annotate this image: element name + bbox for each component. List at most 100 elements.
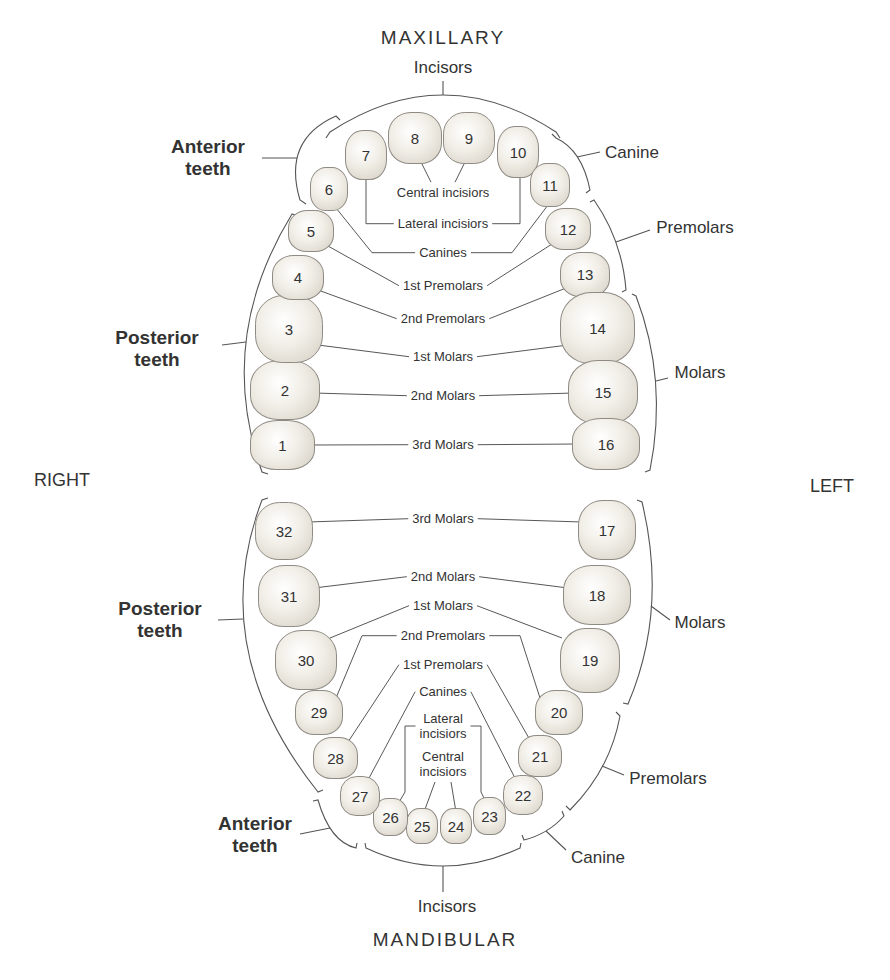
- tooth: 32: [255, 502, 313, 560]
- tooth-number: 9: [465, 131, 473, 146]
- leader-line: [470, 726, 486, 802]
- bracket: [218, 619, 243, 620]
- tooth: 5: [288, 210, 334, 252]
- tooth: 21: [518, 735, 562, 777]
- tooth: 14: [560, 292, 635, 364]
- tooth: 25: [406, 808, 438, 844]
- tooth-number: 3: [285, 322, 293, 337]
- group-label: Anterior teeth: [158, 136, 258, 180]
- tooth-number: 29: [311, 705, 328, 720]
- tooth-label: 3rd Molars: [412, 511, 473, 527]
- tooth-number: 17: [599, 523, 616, 538]
- tooth: 4: [272, 255, 324, 300]
- tooth: 2: [250, 360, 320, 420]
- tooth-number: 28: [327, 751, 344, 766]
- tooth-number: 2: [281, 383, 289, 398]
- tooth-number: 20: [551, 705, 568, 720]
- leader-line: [478, 444, 578, 446]
- tooth-label: 2nd Molars: [411, 569, 475, 585]
- bracket: [651, 606, 670, 620]
- bracket: [546, 831, 566, 850]
- tooth-label: Canines: [419, 684, 467, 700]
- leader-line: [310, 444, 408, 445]
- leader-line: [328, 246, 399, 286]
- tooth-label: Incisors: [418, 897, 477, 917]
- tooth-label: Canine: [571, 848, 625, 868]
- tooth-label: 2nd Premolars: [401, 628, 486, 644]
- leader-line: [308, 519, 408, 522]
- bracket: [300, 828, 330, 834]
- tooth: 30: [275, 630, 337, 690]
- tooth-label: 3rd Molars: [412, 437, 473, 453]
- tooth-number: 25: [414, 819, 431, 834]
- tooth: 1: [250, 420, 315, 470]
- bracket: [577, 152, 600, 157]
- leader-line: [348, 665, 399, 742]
- tooth: 9: [443, 112, 495, 164]
- leader-line: [492, 174, 520, 224]
- tooth: 22: [503, 775, 543, 815]
- tooth: 28: [313, 737, 358, 779]
- group-label: Posterior teeth: [102, 327, 212, 371]
- tooth: 29: [295, 690, 343, 735]
- leader-line: [336, 636, 397, 698]
- tooth-number: 26: [382, 810, 399, 825]
- leader-line: [478, 519, 582, 522]
- tooth-number: 31: [281, 589, 298, 604]
- group-label: Posterior teeth: [105, 598, 215, 642]
- tooth: 11: [530, 163, 570, 207]
- leader-line: [479, 577, 568, 588]
- tooth: 16: [572, 418, 640, 470]
- tooth-number: 19: [582, 653, 599, 668]
- tooth-number: 5: [307, 224, 315, 239]
- leader-line: [489, 636, 540, 698]
- tooth-label: Premolars: [656, 218, 733, 238]
- bracket: [222, 342, 246, 345]
- tooth-label: 2nd Premolars: [401, 311, 486, 327]
- tooth-number: 13: [577, 267, 594, 282]
- tooth-label: RIGHT: [34, 470, 90, 492]
- leader-line: [471, 692, 516, 780]
- tooth: 31: [258, 565, 320, 627]
- tooth-label: 1st Premolars: [403, 657, 483, 673]
- tooth-label: 1st Molars: [413, 349, 473, 365]
- tooth-number: 27: [352, 789, 369, 804]
- bracket: [262, 157, 297, 158]
- tooth-label: Lateral incisiors: [410, 712, 476, 742]
- tooth-label: MAXILLARY: [381, 27, 505, 50]
- tooth-label: Canine: [605, 143, 659, 163]
- tooth-number: 15: [595, 385, 612, 400]
- tooth: 23: [473, 797, 506, 835]
- tooth-number: 18: [589, 588, 606, 603]
- tooth: 12: [545, 208, 591, 250]
- tooth: 24: [440, 808, 472, 844]
- tooth-number: 16: [598, 437, 615, 452]
- tooth-number: 32: [276, 524, 293, 539]
- tooth: 7: [345, 130, 387, 180]
- tooth-label: 1st Molars: [413, 598, 473, 614]
- bracket: [442, 866, 443, 892]
- tooth: 18: [563, 565, 631, 625]
- leader-line: [477, 606, 562, 638]
- tooth: 17: [578, 500, 636, 560]
- leader-line: [318, 290, 397, 319]
- leader-line: [489, 288, 566, 319]
- tooth-label: Premolars: [629, 769, 706, 789]
- tooth: 27: [340, 776, 380, 816]
- tooth-label: Central incisiors: [410, 750, 476, 780]
- tooth-label: Molars: [674, 363, 725, 383]
- leader-line: [318, 345, 409, 357]
- tooth-number: 22: [515, 788, 532, 803]
- tooth-number: 14: [589, 321, 606, 336]
- leader-line: [368, 692, 415, 780]
- tooth-label: 2nd Molars: [411, 388, 475, 404]
- tooth: 3: [255, 295, 323, 363]
- leader-line: [366, 176, 394, 224]
- tooth-label: Lateral incisiors: [398, 216, 488, 232]
- tooth: 8: [388, 112, 442, 164]
- tooth-number: 30: [298, 653, 315, 668]
- tooth-label: Molars: [674, 613, 725, 633]
- tooth-number: 7: [362, 148, 370, 163]
- bracket: [616, 230, 650, 242]
- bracket: [365, 843, 521, 866]
